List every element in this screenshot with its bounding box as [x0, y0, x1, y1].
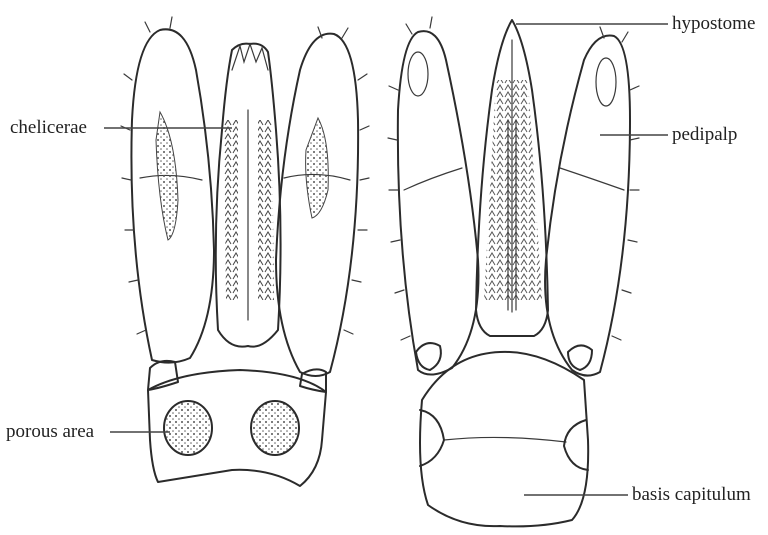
- hypostome-denticles: [484, 80, 542, 300]
- dorsal-left-shoulder: [148, 361, 178, 390]
- label-hypostome: hypostome: [672, 14, 755, 33]
- ventral-right-pedipalp-segment: [560, 168, 624, 190]
- ventral-right-pedipalp-joint: [568, 345, 592, 370]
- ventral-left-lobe: [420, 410, 444, 466]
- label-porous-area: porous area: [6, 422, 94, 441]
- label-basis-capitulum: basis capitulum: [632, 485, 751, 504]
- label-pedipalp: pedipalp: [672, 125, 737, 144]
- ventral-basis-line: [444, 437, 566, 442]
- ventral-left-pedipalp-joint: [416, 343, 441, 370]
- label-chelicerae: chelicerae: [10, 118, 87, 137]
- ventral-left-pedipalp-pit: [408, 52, 428, 96]
- ventral-view: [388, 17, 639, 526]
- ventral-right-lobe: [564, 420, 588, 470]
- dorsal-right-pedipalp-patch: [306, 118, 329, 218]
- dorsal-view: [121, 17, 369, 486]
- dorsal-left-pedipalp-patch: [156, 112, 178, 240]
- porous-area-left: [164, 401, 212, 455]
- chelicera-right-sheath: [258, 120, 274, 300]
- chelicera-left-sheath: [224, 120, 238, 300]
- ventral-right-pedipalp: [545, 36, 630, 376]
- ventral-basis-capitulum: [420, 352, 588, 527]
- ventral-left-pedipalp: [398, 31, 479, 374]
- chelicerae-tip-teeth: [232, 44, 268, 70]
- porous-area-right: [251, 401, 299, 455]
- ventral-right-pedipalp-pit: [596, 58, 616, 106]
- ventral-left-pedipalp-segment: [404, 168, 462, 190]
